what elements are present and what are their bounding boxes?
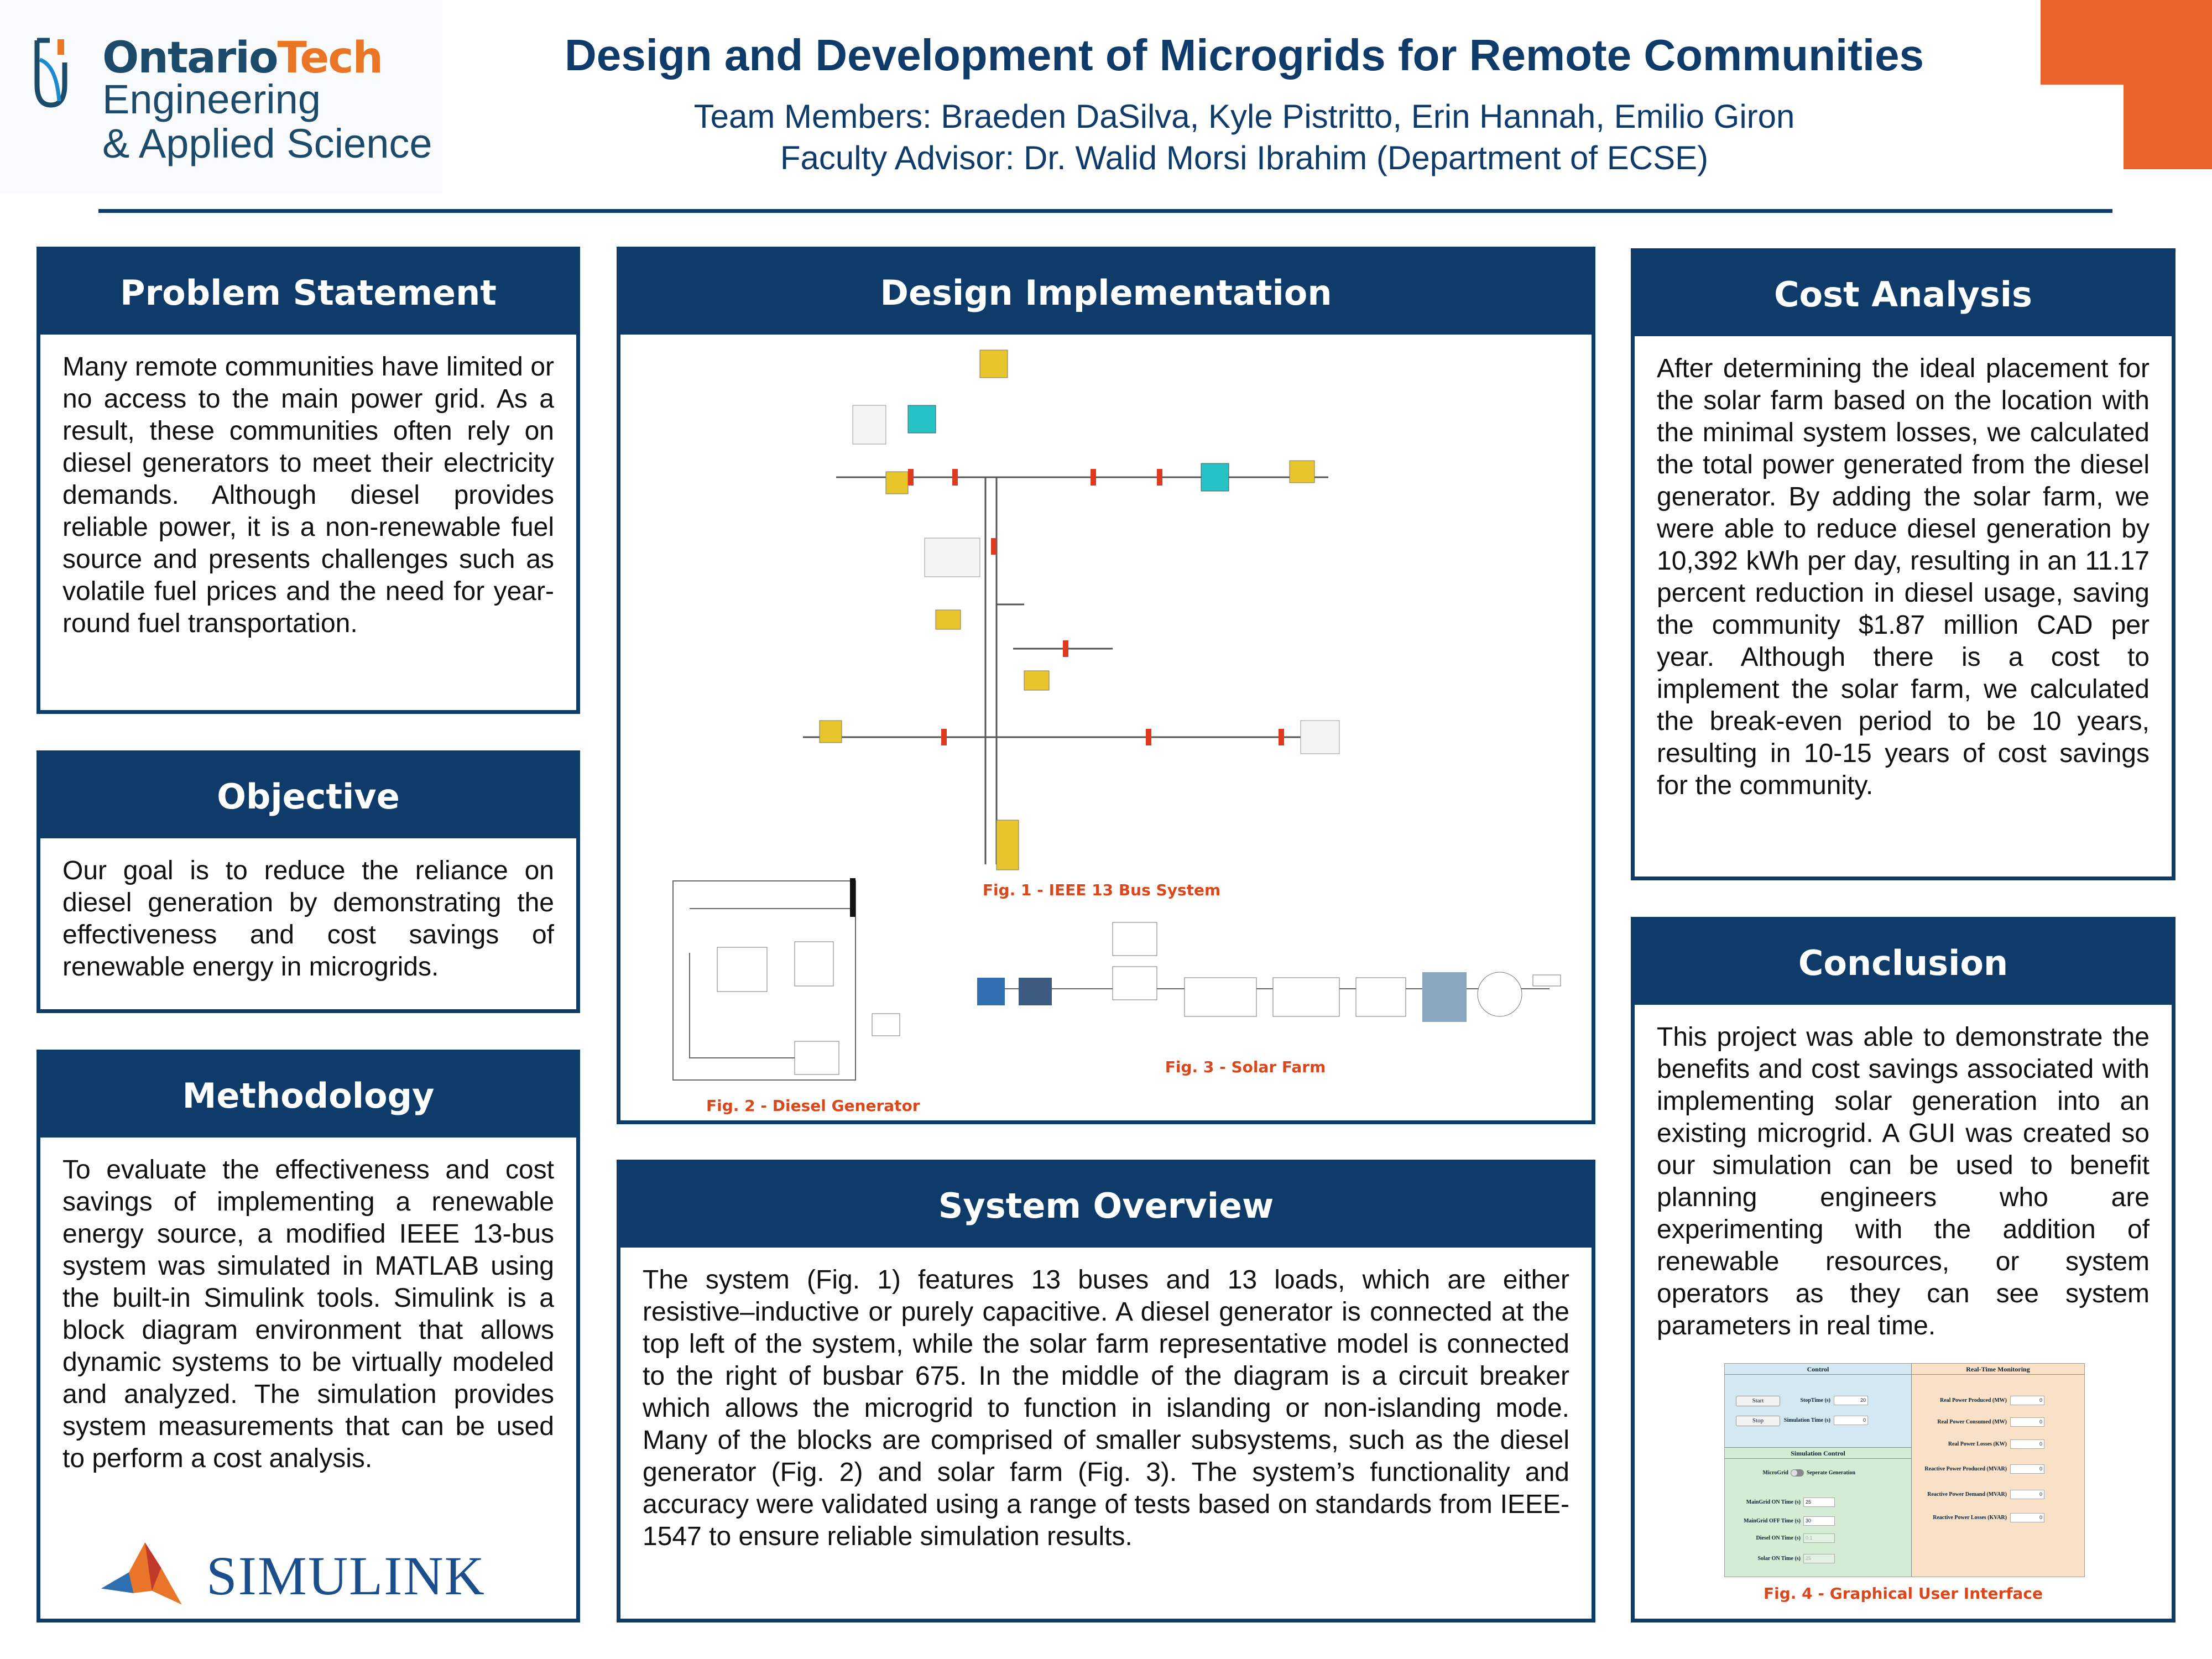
logo-line1: Engineering bbox=[102, 76, 321, 122]
control-heading: Control bbox=[1725, 1364, 1911, 1375]
panel-title: Design Implementation bbox=[620, 251, 1592, 335]
readout-label: Real Power Losses (KW) bbox=[1948, 1441, 2007, 1447]
readout-value: 0 bbox=[2010, 1439, 2044, 1449]
readout-value: 0 bbox=[2010, 1464, 2044, 1474]
design-implementation-panel: Design Implementation Fig. 1 - IEEE 13 B… bbox=[617, 247, 1595, 1124]
diesel-generator-diagram bbox=[672, 878, 900, 1081]
diesel-on-input[interactable]: 0.1 bbox=[1803, 1533, 1835, 1543]
fig3-caption: Fig. 3 - Solar Farm bbox=[1165, 1058, 1326, 1076]
panel-title: System Overview bbox=[620, 1164, 1592, 1248]
panel-title: Objective bbox=[40, 754, 576, 838]
logo-brand-orange: Tech bbox=[277, 33, 384, 83]
poster-title: Design and Development of Microgrids for… bbox=[564, 30, 1924, 80]
fig4-caption: Fig. 4 - Graphical User Interface bbox=[1764, 1584, 2043, 1603]
toggle-left-label: MicroGrid bbox=[1762, 1470, 1788, 1476]
cost-analysis-panel: Cost Analysis After determining the idea… bbox=[1631, 248, 2176, 880]
stop-time-input[interactable]: 20 bbox=[1834, 1396, 1868, 1405]
gui-screenshot: Control Start Stop StopTime (s) 20 Simul… bbox=[1724, 1363, 2085, 1577]
panel-title: Cost Analysis bbox=[1635, 252, 2172, 336]
field-label: MainGrid OFF Time (s) bbox=[1744, 1518, 1801, 1524]
corner-accent bbox=[2041, 0, 2212, 85]
matlab-membrane-icon bbox=[101, 1542, 182, 1605]
stop-time-label: StopTime (s) bbox=[1800, 1397, 1830, 1404]
readout-label: Reactive Power Demand (MVAR) bbox=[1927, 1491, 2007, 1498]
stop-button[interactable]: Stop bbox=[1736, 1416, 1780, 1426]
readout-label: Real Power Produced (MW) bbox=[1940, 1397, 2007, 1404]
shield-logo-icon bbox=[34, 38, 67, 108]
sim-time-label: Simulation Time (s) bbox=[1783, 1417, 1830, 1423]
readout-label: Real Power Consumed (MW) bbox=[1937, 1419, 2007, 1425]
panel-title: Methodology bbox=[40, 1053, 576, 1138]
readout-label: Reactive Power Losses (KVAR) bbox=[1933, 1515, 2007, 1521]
sim-control-heading: Simulation Control bbox=[1725, 1448, 1911, 1459]
team-members: Team Members: Braeden DaSilva, Kyle Pist… bbox=[693, 98, 1795, 135]
objective-panel: Objective Our goal is to reduce the reli… bbox=[36, 750, 580, 1013]
fig1-caption: Fig. 1 - IEEE 13 Bus System bbox=[982, 881, 1221, 899]
toggle-right-label: Seperate Generation bbox=[1807, 1470, 1856, 1476]
field-label: Solar ON Time (s) bbox=[1757, 1556, 1801, 1562]
maingrid-on-input[interactable]: 25 bbox=[1803, 1498, 1835, 1507]
panel-body: Our goal is to reduce the reliance on di… bbox=[62, 856, 554, 982]
corner-accent bbox=[2124, 85, 2212, 169]
methodology-panel: Methodology To evaluate the effectivenes… bbox=[36, 1050, 580, 1623]
panel-title: Conclusion bbox=[1635, 921, 2172, 1005]
readout-value: 0 bbox=[2010, 1513, 2044, 1522]
solar-on-input[interactable]: 25 bbox=[1803, 1554, 1835, 1563]
panel-title: Problem Statement bbox=[40, 251, 576, 335]
field-label: Diesel ON Time (s) bbox=[1756, 1535, 1801, 1541]
monitoring-heading: Real-Time Monitoring bbox=[1912, 1364, 2084, 1375]
faculty-advisor: Faculty Advisor: Dr. Walid Morsi Ibrahim… bbox=[780, 139, 1709, 176]
conclusion-panel: Conclusion This project was able to demo… bbox=[1631, 917, 2176, 1623]
readout-value: 0 bbox=[2010, 1396, 2044, 1405]
maingrid-off-input[interactable]: 30 bbox=[1803, 1516, 1835, 1526]
mode-toggle[interactable] bbox=[1791, 1469, 1804, 1477]
solar-farm-diagram bbox=[977, 922, 1561, 1022]
panel-body: After determining the ideal placement fo… bbox=[1657, 354, 2150, 800]
panel-body: Many remote communities have limited or … bbox=[62, 352, 554, 638]
logo-brand-dark: Ontario bbox=[102, 33, 279, 83]
field-label: MainGrid ON Time (s) bbox=[1746, 1499, 1801, 1505]
logo-line2: & Applied Science bbox=[102, 121, 432, 166]
fig2-caption: Fig. 2 - Diesel Generator bbox=[706, 1097, 920, 1115]
simulink-logo-text: SIMULINK bbox=[206, 1545, 486, 1606]
readout-value: 0 bbox=[2010, 1490, 2044, 1499]
panel-body: The system (Fig. 1) features 13 buses an… bbox=[643, 1265, 1569, 1551]
problem-statement-panel: Problem Statement Many remote communitie… bbox=[36, 247, 580, 714]
readout-label: Reactive Power Produced (MVAR) bbox=[1924, 1466, 2007, 1472]
panel-body: This project was able to demonstrate the… bbox=[1657, 1022, 2150, 1340]
sim-time-input: 0 bbox=[1834, 1416, 1868, 1425]
ontario-tech-logo: OntarioTech Engineering& Applied Science bbox=[0, 0, 442, 194]
header-divider bbox=[98, 209, 2112, 213]
system-overview-panel: System Overview The system (Fig. 1) feat… bbox=[617, 1160, 1595, 1623]
start-button[interactable]: Start bbox=[1736, 1396, 1780, 1406]
panel-body: To evaluate the effectiveness and cost s… bbox=[62, 1155, 554, 1473]
readout-value: 0 bbox=[2010, 1417, 2044, 1427]
ieee-13-bus-diagram bbox=[803, 349, 1340, 870]
